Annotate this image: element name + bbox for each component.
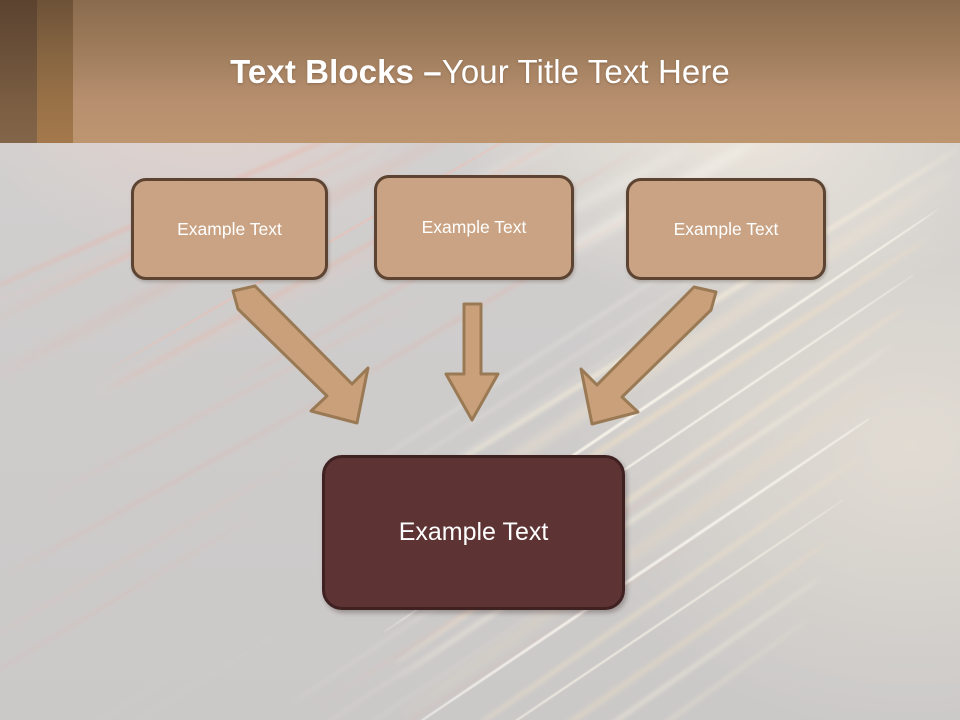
slide-title: Text Blocks – Your Title Text Here (0, 0, 960, 143)
text-block-1-label: Example Text (177, 218, 282, 239)
text-block-3-label: Example Text (673, 218, 779, 239)
text-block-2[interactable]: Example Text (374, 175, 574, 280)
header-band-main (73, 0, 960, 143)
slide-title-bold-part: Text Blocks – (230, 52, 442, 90)
header-band-dark (0, 0, 37, 143)
text-block-3[interactable]: Example Text (626, 178, 826, 280)
slide-header: Text Blocks – Your Title Text Here (0, 0, 960, 143)
header-band-mid (37, 0, 73, 143)
result-text-block-label: Example Text (398, 518, 549, 546)
slide-title-regular-part: Your Title Text Here (441, 52, 730, 90)
text-block-1[interactable]: Example Text (131, 178, 328, 280)
result-text-block[interactable]: Example Text (322, 455, 625, 610)
text-block-2-label: Example Text (421, 217, 527, 237)
